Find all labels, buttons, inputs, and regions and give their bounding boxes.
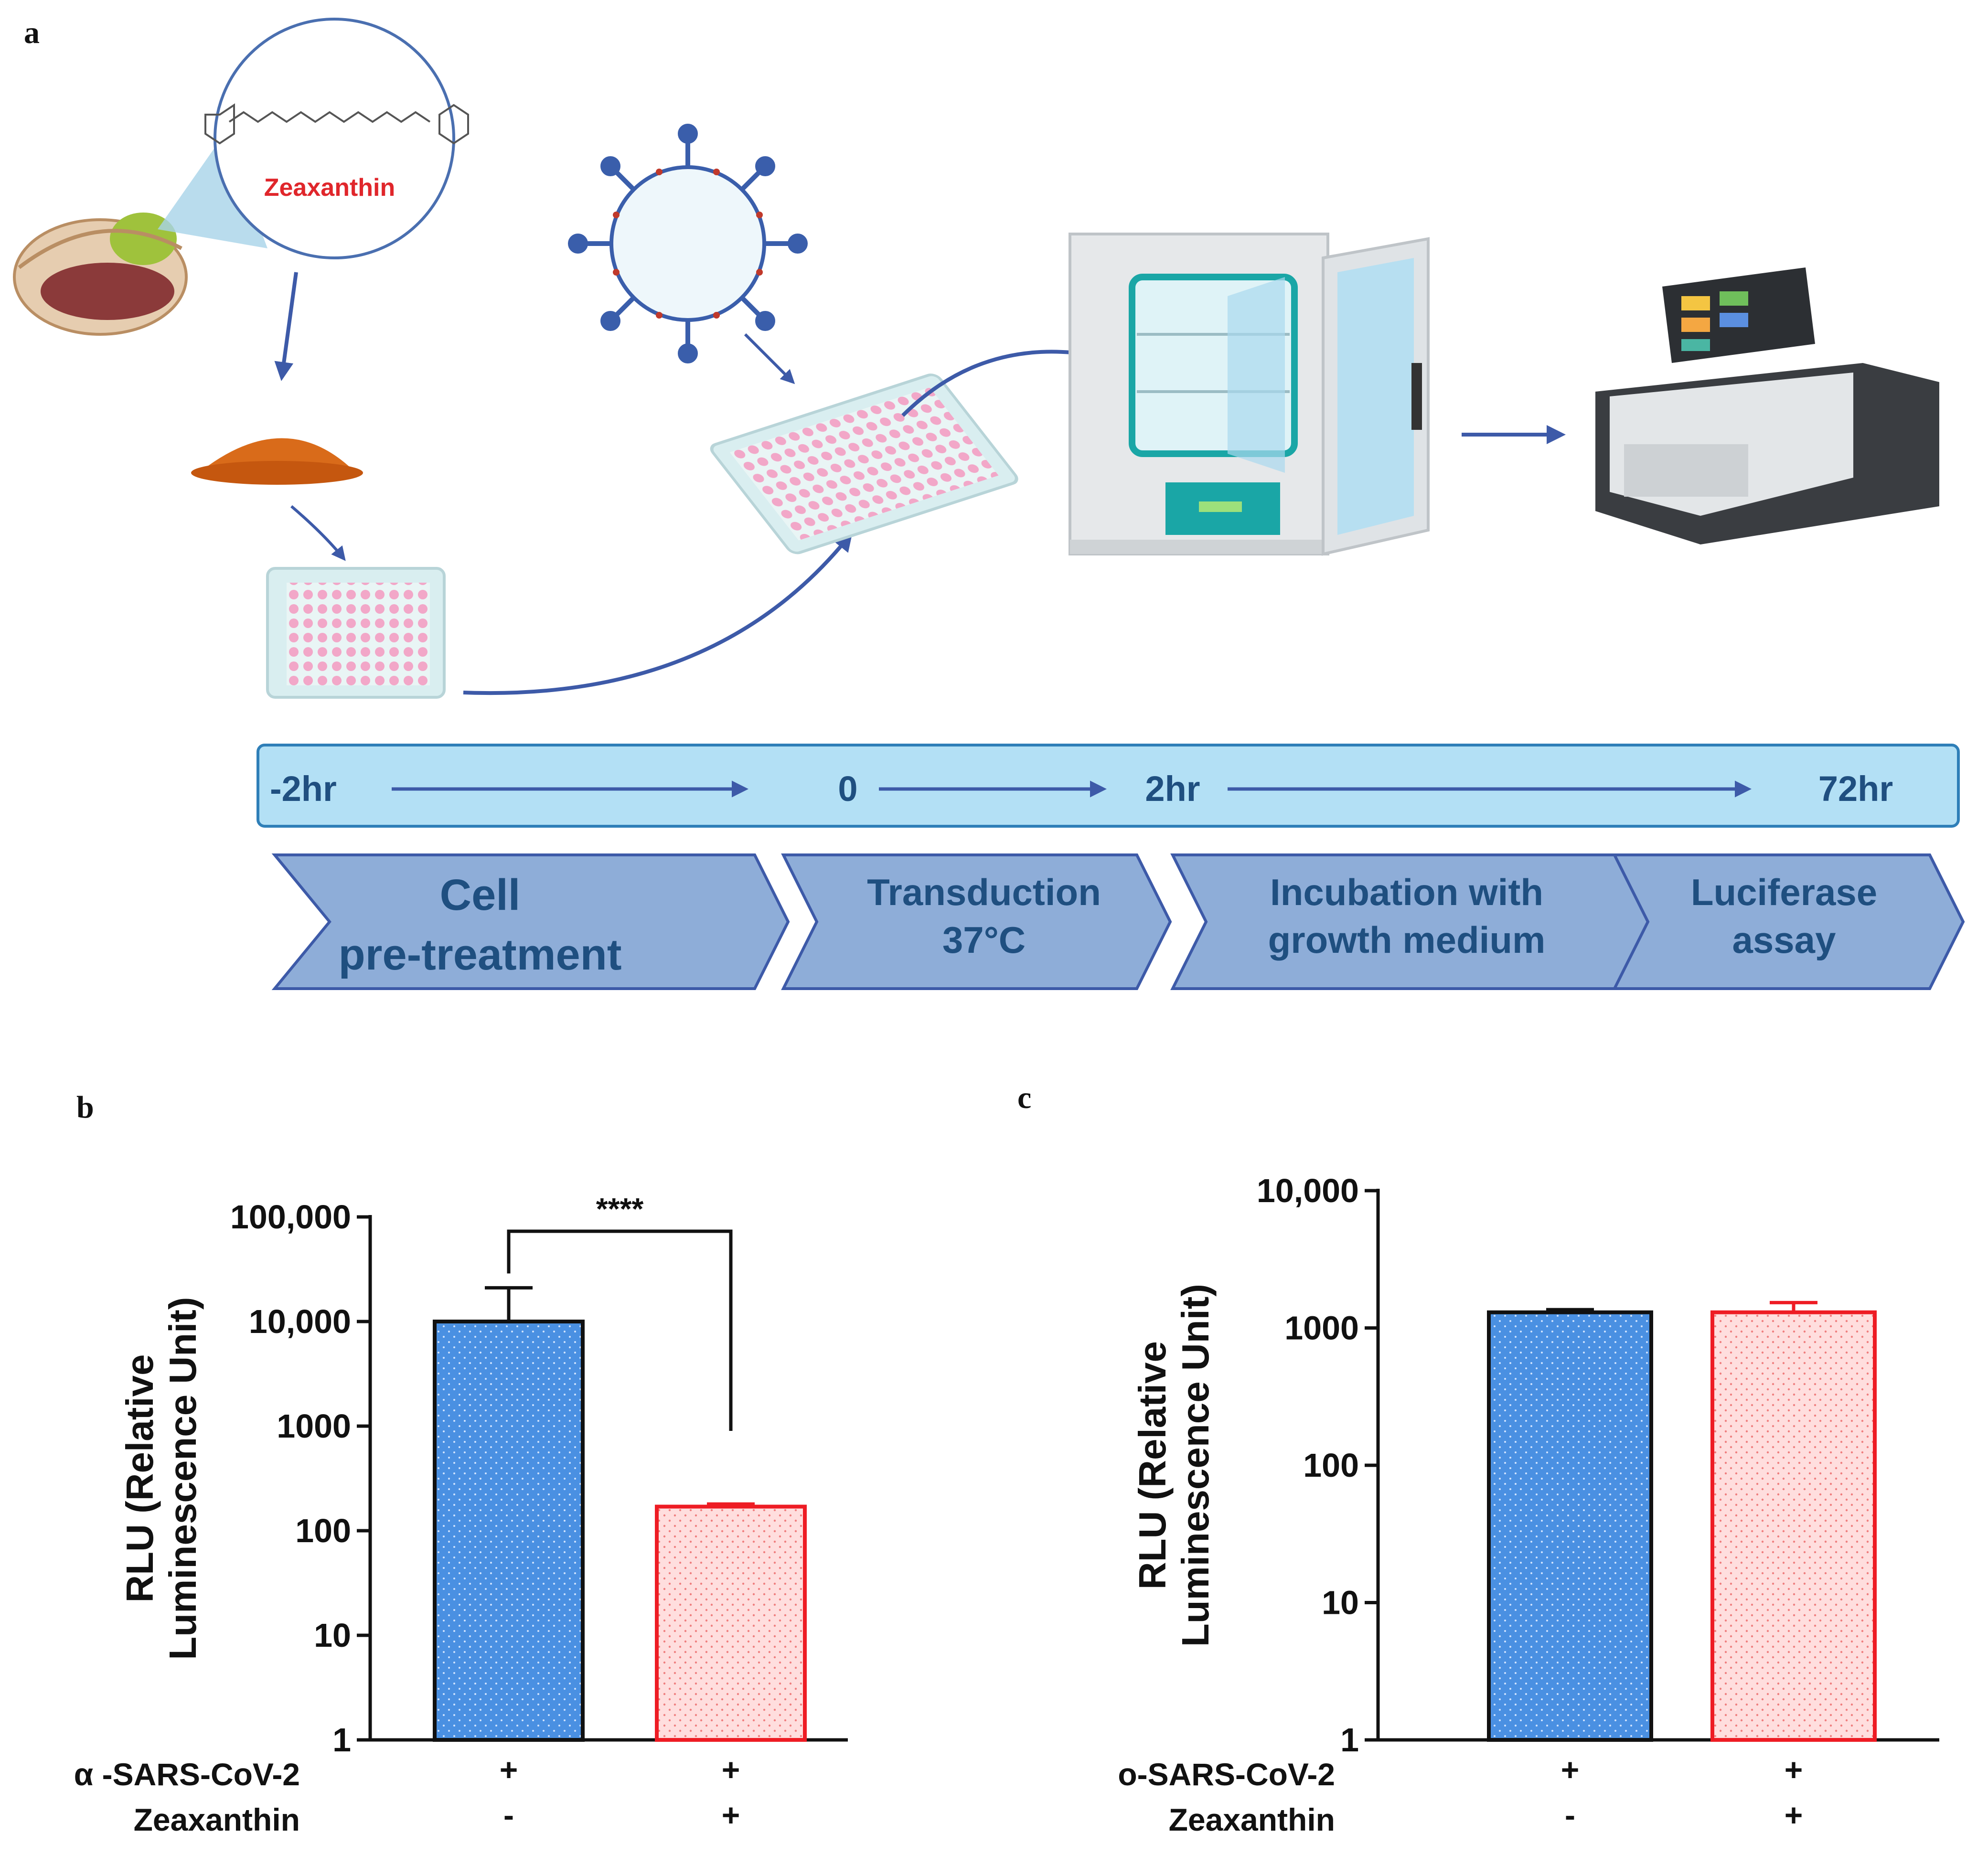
incubator-icon [1069, 233, 1430, 556]
step-1-line-2: pre-treatment [338, 930, 621, 979]
step-2-line-1: Transduction [867, 871, 1101, 913]
y-tick-label: 100,000 [230, 1198, 351, 1236]
condition-label: ο-SARS-CoV-2 [1118, 1757, 1335, 1792]
tilted-plate-icon [710, 373, 1018, 554]
zeaxanthin-molecule-icon [204, 103, 469, 145]
pistachio-icon [13, 213, 188, 336]
molecule-label: Zeaxanthin [264, 174, 395, 202]
magnifier-circle-icon: Zeaxanthin [158, 18, 469, 259]
condition-sign: + [722, 1797, 740, 1833]
plate-reader-icon [1595, 267, 1939, 544]
condition-sign: + [1561, 1752, 1580, 1787]
step-2-line-2: 37°C [942, 919, 1026, 961]
y-axis-label-line: Luminescence Unit) [161, 1297, 204, 1660]
y-tick-label: 100 [1303, 1447, 1359, 1484]
timeline-point-minus2hr: -2hr [270, 769, 337, 809]
arrow-plate-to-transduction [463, 532, 853, 695]
bar-1 [433, 1320, 585, 1742]
significance-label: **** [596, 1192, 644, 1226]
step-chevrons: Cell pre-treatment Transduction 37°C Inc… [271, 853, 1965, 990]
step-luciferase [1612, 853, 1965, 990]
step-cell-pretreatment [271, 853, 790, 990]
condition-label: Zeaxanthin [1169, 1802, 1335, 1837]
bar-2 [1710, 1310, 1877, 1742]
condition-sign: + [1785, 1752, 1803, 1787]
y-tick-label: 10 [314, 1617, 351, 1654]
y-axis-label-line: RLU (Relative [118, 1354, 161, 1602]
arrow-to-plate [290, 505, 346, 561]
panel-c-letter: c [1017, 1080, 1031, 1115]
panel-b-letter: b [76, 1090, 94, 1125]
significance-bracket [507, 1229, 733, 1431]
y-tick-label: 1000 [1284, 1310, 1359, 1347]
condition-label: Zeaxanthin [134, 1802, 300, 1837]
y-tick-label: 10,000 [249, 1303, 351, 1340]
powder-pile-icon [191, 438, 363, 485]
arrow-virus-to-plate [744, 333, 795, 384]
y-tick-label: 100 [295, 1512, 351, 1549]
panel-a: a Zeaxanthin [13, 15, 1965, 990]
y-tick-label: 1 [1340, 1721, 1359, 1759]
timeline: -2hr 0 2hr 72hr [257, 744, 1960, 828]
bar-1 [1487, 1310, 1653, 1742]
bar-2 [655, 1504, 807, 1742]
timeline-point-2hr: 2hr [1145, 769, 1200, 809]
condition-label: α -SARS-CoV-2 [74, 1757, 300, 1792]
timeline-point-72hr: 72hr [1818, 769, 1893, 809]
y-tick-label: 10,000 [1257, 1172, 1359, 1209]
virus-icon [568, 124, 808, 363]
y-axis-label-line: RLU (Relative [1131, 1341, 1174, 1589]
y-tick-label: 1 [332, 1721, 351, 1759]
condition-sign: + [1785, 1797, 1803, 1833]
timeline-point-0: 0 [838, 769, 857, 809]
step-3-line-2: growth medium [1268, 919, 1546, 961]
condition-sign: + [500, 1752, 518, 1787]
step-4-line-2: assay [1732, 919, 1836, 961]
y-tick-label: 1000 [277, 1407, 351, 1445]
well-plate-icon [266, 567, 446, 699]
step-3-line-1: Incubation with [1270, 871, 1543, 913]
y-axis-label-line: Luminescence Unit) [1174, 1284, 1217, 1647]
panel-a-letter: a [24, 15, 40, 50]
condition-sign: - [1565, 1797, 1575, 1833]
arrow-to-powder [274, 272, 298, 381]
step-4-line-1: Luciferase [1691, 871, 1877, 913]
y-tick-label: 10 [1322, 1584, 1359, 1621]
step-1-line-1: Cell [440, 871, 521, 919]
step-transduction [781, 853, 1172, 990]
condition-sign: + [722, 1752, 740, 1787]
condition-sign: - [503, 1797, 514, 1833]
